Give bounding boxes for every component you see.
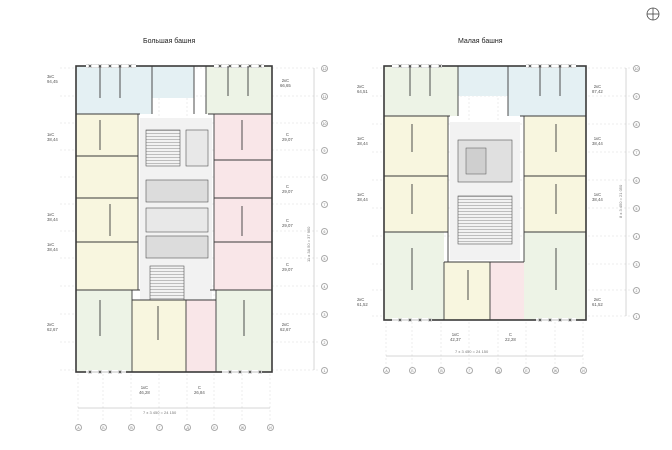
axis-bubble: 9 bbox=[633, 93, 640, 100]
right-dimension-horizontal: 7 x 3 450 = 24 150 bbox=[455, 349, 489, 354]
axis-bubble: И bbox=[267, 424, 274, 431]
axis-bubble: Г bbox=[466, 367, 473, 374]
axis-bubble: Г bbox=[156, 424, 163, 431]
right-tower-plan bbox=[372, 64, 640, 372]
left-tower-plan bbox=[60, 64, 320, 420]
axis-bubble: 7 bbox=[633, 149, 640, 156]
axis-bubble: 2 bbox=[633, 287, 640, 294]
axis-bubble: 3 bbox=[633, 261, 640, 268]
right-dimension-vertical: 8 x 3 450 = 21 050 bbox=[618, 184, 623, 218]
axis-bubble: А bbox=[75, 424, 82, 431]
axis-bubble: 9 bbox=[321, 147, 328, 154]
axis-bubble: Б bbox=[100, 424, 107, 431]
right-tower-title: Малая башня bbox=[458, 38, 503, 45]
axis-bubble: 6 bbox=[321, 228, 328, 235]
left-tower-title: Большая башня bbox=[143, 38, 196, 45]
left-dimension-horizontal: 7 x 3 450 = 24 150 bbox=[143, 410, 177, 415]
axis-bubble: 4 bbox=[321, 283, 328, 290]
axis-bubble: 5 bbox=[321, 255, 328, 262]
axis-bubble: И bbox=[580, 367, 587, 374]
axis-bubble: Ж bbox=[552, 367, 559, 374]
axis-bubble: 5 bbox=[633, 205, 640, 212]
axis-bubble: 10 bbox=[321, 120, 328, 127]
axis-bubble: 8 bbox=[633, 121, 640, 128]
axis-bubble: В bbox=[438, 367, 445, 374]
axis-bubble: 7 bbox=[321, 201, 328, 208]
axis-bubble: 8 bbox=[321, 174, 328, 181]
axis-bubble: 6 bbox=[633, 177, 640, 184]
axis-bubble: 11 bbox=[321, 93, 328, 100]
axis-bubble: 3 bbox=[321, 311, 328, 318]
axis-bubble: В bbox=[128, 424, 135, 431]
axis-bubble: 2 bbox=[321, 339, 328, 346]
axis-bubble: Б bbox=[409, 367, 416, 374]
axis-bubble: Ж bbox=[239, 424, 246, 431]
axis-bubble: 4 bbox=[633, 233, 640, 240]
axis-bubble: Е bbox=[523, 367, 530, 374]
axis-bubble: Е bbox=[211, 424, 218, 431]
axis-bubble: А bbox=[383, 367, 390, 374]
axis-bubble: 1 bbox=[321, 367, 328, 374]
axis-bubble: 1 bbox=[633, 313, 640, 320]
left-dimension-vertical: 11 x 3A 50 = 37 950 bbox=[306, 226, 311, 262]
axis-bubble: Д bbox=[184, 424, 191, 431]
axis-bubble: 10 bbox=[633, 65, 640, 72]
axis-bubble: Д bbox=[495, 367, 502, 374]
axis-bubble: 12 bbox=[321, 65, 328, 72]
compass-icon bbox=[646, 7, 660, 21]
